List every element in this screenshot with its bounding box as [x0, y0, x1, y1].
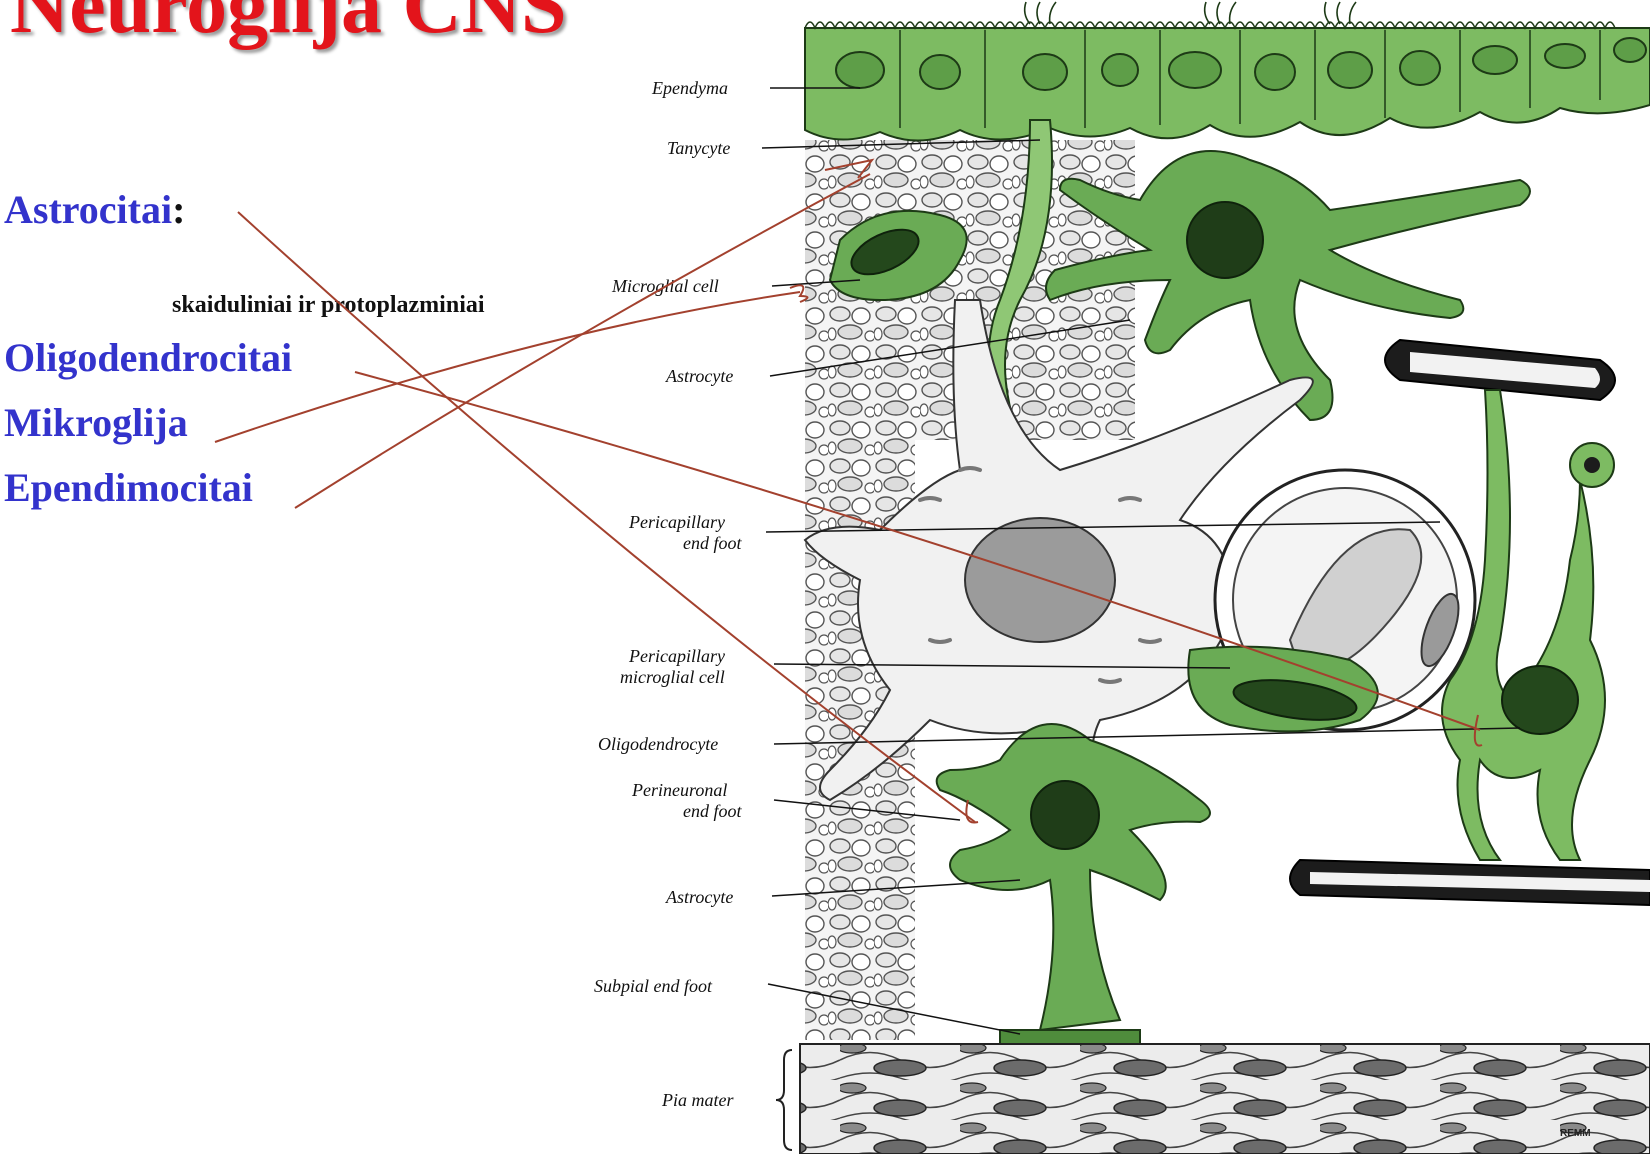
label-pericapillary-microglial-1: Pericapillary: [628, 646, 725, 666]
label-perineuronal-1: Perineuronal: [631, 780, 727, 800]
term-mikroglija: Mikroglija: [4, 400, 188, 445]
leader-lines: [761, 87, 1521, 1035]
label-ependyma: Ependyma: [651, 78, 728, 98]
annotation-mikroglija: [214, 291, 801, 443]
ependyma-layer: [804, 1, 1650, 142]
annotation-arrowhead-oligodendrocyte: [1473, 714, 1483, 747]
label-oligodendrocyte: Oligodendrocyte: [598, 734, 718, 754]
annotation-lines: [214, 158, 1483, 824]
slide-title: Neuroglija CNS: [10, 0, 567, 50]
astrocyte-top-cell: [1045, 150, 1531, 422]
term-astrocitai: Astrocitai:: [4, 186, 185, 233]
term-astrocitai-label: Astrocitai: [4, 187, 173, 232]
term-astrocitai-colon: :: [172, 187, 186, 232]
astrocyte-bottom-cell: [935, 723, 1211, 1045]
pia-mater-brace: [775, 1049, 793, 1151]
term-ependimocitai: Ependimocitai: [4, 465, 253, 510]
label-astrocyte-top: Astrocyte: [665, 366, 733, 386]
pia-mater-layer: [799, 1043, 1650, 1154]
annotation-ependimocitai: [294, 173, 871, 509]
annotation-arrowhead-astrocyte: [965, 799, 979, 824]
label-subpial-end-foot: Subpial end foot: [594, 976, 713, 996]
oligodendrocyte-group: [1289, 338, 1650, 907]
label-pia-mater: Pia mater: [661, 1090, 734, 1110]
pericapillary-microglial-cell: [1187, 645, 1379, 733]
label-pericapillary-end-foot-2: end foot: [683, 533, 742, 553]
label-perineuronal-2: end foot: [683, 801, 742, 821]
label-astrocyte-bottom: Astrocyte: [665, 887, 733, 907]
artist-signature: REMM: [1560, 1128, 1591, 1139]
label-pericapillary-end-foot-1: Pericapillary: [628, 512, 725, 532]
neuron-cell: [803, 299, 1314, 852]
microglial-cell-top: [828, 209, 968, 302]
annotation-astrocitai: [237, 211, 976, 823]
annotation-arrowhead-ependyma: [824, 158, 875, 179]
term-oligodendrocitai: Oligodendrocitai: [4, 335, 293, 380]
label-pericapillary-microglial-2: microglial cell: [620, 667, 725, 687]
term-astrocitai-subtypes: skaiduliniai ir protoplazminiai: [172, 292, 485, 318]
label-tanycyte: Tanycyte: [667, 138, 730, 158]
annotation-arrowhead-microglia: [789, 284, 809, 303]
annotation-oligodendrocitai: [354, 371, 1481, 731]
